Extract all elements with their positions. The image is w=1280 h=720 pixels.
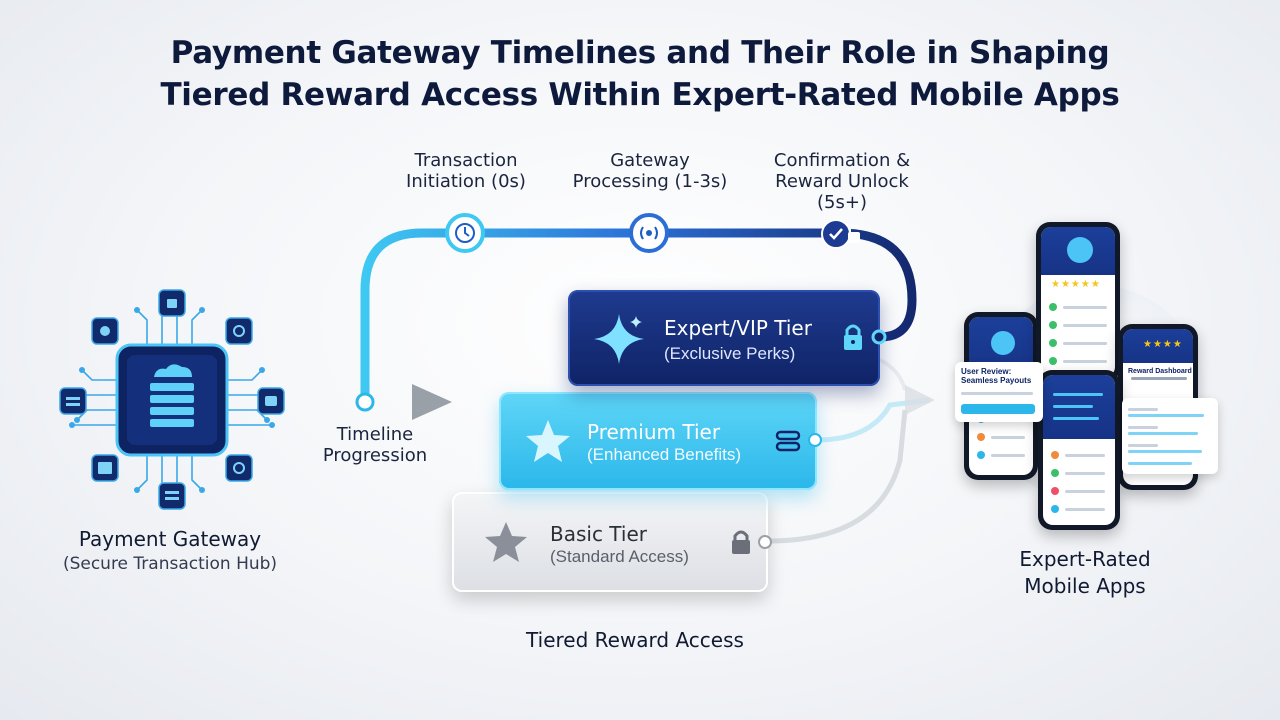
- premium-connector-node: [808, 433, 822, 447]
- apps-caption-line-1: Expert-Rated: [1019, 547, 1151, 571]
- dashboard-title: Reward Dashboard: [1128, 368, 1192, 375]
- star-icon: [526, 420, 570, 462]
- gateway-name: Payment Gateway: [78, 527, 262, 551]
- progression-arrowhead: [412, 384, 452, 420]
- premium-tier-subtitle: (Enhanced Benefits): [587, 445, 742, 464]
- premium-tier-name: Premium Tier: [587, 420, 721, 444]
- review-card-title: User Review: Seamless Payouts: [961, 367, 1032, 385]
- dashboard-card: Reward Dashboard: [1122, 368, 1218, 474]
- vip-tier-name: Expert/VIP Tier: [664, 316, 812, 340]
- sparkle-icon: [594, 314, 644, 364]
- premium-to-apps-path: [816, 397, 931, 443]
- clock-icon: [445, 213, 485, 253]
- progression-node: [355, 392, 375, 412]
- basic-to-apps-path: [767, 409, 908, 544]
- stage-label-confirmation: Confirmation & Reward Unlock (5s+): [773, 150, 911, 213]
- stage-label-processing: Gateway Processing (1-3s): [572, 150, 728, 192]
- phone-back-center: ★★★★★: [1036, 222, 1120, 382]
- gateway-caption: Payment Gateway (Secure Transaction Hub): [40, 526, 300, 576]
- vip-tier-card[interactable]: Expert/VIP Tier (Exclusive Perks): [568, 290, 887, 386]
- payment-gateway-chip-icon: [59, 289, 285, 510]
- apps-arrowhead: [905, 385, 935, 415]
- premium-tier-card[interactable]: Premium Tier (Enhanced Benefits): [499, 392, 822, 490]
- signal-icon: [629, 213, 669, 253]
- timeline-progression-label: Timeline Progression: [322, 424, 428, 466]
- vip-to-apps-path: [879, 358, 907, 391]
- basic-tier-subtitle: (Standard Access): [550, 547, 689, 566]
- stage-label-initiation: Transaction Initiation (0s): [406, 150, 526, 192]
- lock-icon: [732, 530, 750, 554]
- vip-connector-node: [871, 329, 887, 345]
- unlocked-lock-icon: [844, 324, 862, 350]
- page-title: Payment Gateway Timelines and Their Role…: [0, 32, 1280, 116]
- title-line-1: Payment Gateway Timelines and Their Role…: [170, 35, 1110, 71]
- star-icon: [485, 522, 527, 562]
- apps-caption-line-2: Mobile Apps: [1024, 574, 1146, 598]
- basic-tier-card[interactable]: Basic Tier (Standard Access): [452, 492, 772, 592]
- gateway-subtitle: (Secure Transaction Hub): [62, 554, 278, 574]
- timeline-path: [360, 228, 917, 407]
- link-icon: [775, 430, 801, 452]
- tiers-caption: Tiered Reward Access: [526, 628, 744, 652]
- basic-tier-name: Basic Tier: [550, 522, 647, 546]
- basic-connector-node: [758, 535, 772, 549]
- phone-front-center: [1038, 370, 1120, 530]
- vip-tier-subtitle: (Exclusive Perks): [664, 344, 796, 363]
- review-card: User Review: Seamless Payouts: [955, 362, 1043, 422]
- apps-caption: Expert-Rated Mobile Apps: [990, 546, 1180, 600]
- title-line-2: Tiered Reward Access Within Expert-Rated…: [160, 77, 1120, 113]
- check-lock-icon: [821, 219, 860, 249]
- rating-stars: ★★★★★: [1051, 279, 1101, 290]
